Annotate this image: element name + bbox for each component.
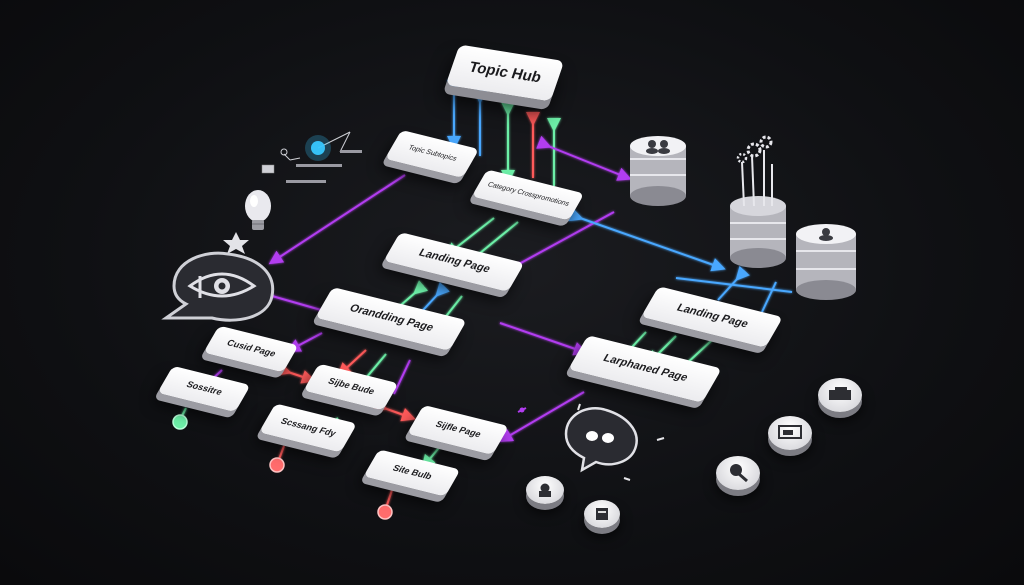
link-crosspromo-to-db (536, 135, 632, 181)
link-landing-right-blue-1 (717, 265, 750, 301)
monitor-icon (778, 425, 802, 439)
glow-dot (311, 141, 325, 155)
subtopics-label: Topic Subtopics (406, 144, 458, 163)
sossitre-label: Sossitre (184, 379, 225, 398)
disc-icon-bottom-1[interactable] (526, 476, 564, 504)
site-bulb-label: Site Bulb (390, 463, 434, 482)
pin-red-2 (377, 504, 393, 520)
user-edit-icon (730, 464, 748, 483)
link-larphaned-to-sijfle (498, 391, 585, 443)
printer-icon (829, 387, 851, 400)
landing-page-center-label: Landing Page (416, 247, 493, 276)
disc-icon-right-2[interactable] (768, 416, 812, 450)
sijfle-page-label: Sijfle Page (433, 419, 484, 440)
link-sijbe-to-sijfle-red (372, 398, 416, 422)
cusid-page-label: Cusid Page (224, 337, 278, 359)
link-db-to-landing-right (568, 208, 726, 272)
topic-hub-label: Topic Hub (466, 58, 544, 87)
link-subtopics-to-eye (268, 174, 406, 265)
person-icon (539, 483, 551, 497)
link-orandding-to-larphaned (499, 322, 588, 356)
disc-icon-right-3[interactable] (716, 456, 760, 490)
link-landing-right-blue-2 (761, 281, 777, 313)
landing-page-right-label: Landing Page (674, 302, 751, 331)
scssang-fdy-label: Scssang Fdy (278, 416, 338, 439)
document-icon (596, 508, 608, 520)
sijbe-bude-label: Sijbe Bude (326, 376, 377, 397)
larphaned-page-label: Larphaned Page (600, 352, 691, 385)
link-orandding-to-sijbe (393, 359, 411, 395)
link-landing-to-db (507, 211, 615, 271)
disc-icon-right-1[interactable] (818, 378, 862, 412)
link-cusid-to-sijbe-red (276, 362, 316, 384)
pin-red-1 (269, 457, 285, 473)
link-orandding-to-sijbe-green (365, 353, 387, 379)
disc-icon-bottom-2[interactable] (584, 500, 620, 528)
pin-green (172, 414, 188, 430)
